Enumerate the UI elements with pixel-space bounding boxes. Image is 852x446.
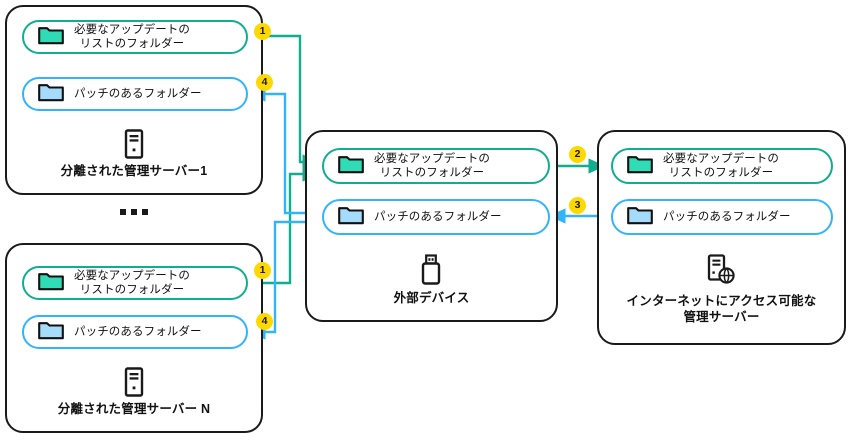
folder-pill-updates-external[interactable]: 必要なアップデートの リストのフォルダー xyxy=(322,148,550,184)
step-badge-1-top: 1 xyxy=(254,23,271,40)
folder-icon-blue xyxy=(38,81,64,107)
folder-pill-updates-internet[interactable]: 必要なアップデートの リストのフォルダー xyxy=(611,148,833,184)
server-icon xyxy=(104,127,164,161)
folder-icon-green xyxy=(627,153,653,179)
folder-pill-label: 必要なアップデートの リストのフォルダー xyxy=(74,24,190,50)
folder-pill-label: パッチのあるフォルダー xyxy=(663,211,791,223)
folder-icon-blue xyxy=(338,204,364,230)
folder-icon-green xyxy=(338,153,364,179)
folder-pill-label: 必要なアップデートの リストのフォルダー xyxy=(374,153,490,179)
usb-drive-icon xyxy=(401,252,461,288)
node-title-isolated-1: 分離された管理サーバー1 xyxy=(60,164,208,178)
server-icon xyxy=(104,365,164,399)
step-badge-2: 2 xyxy=(569,146,586,163)
folder-icon-green xyxy=(38,270,64,296)
folder-pill-label: 必要なアップデートの リストのフォルダー xyxy=(663,153,779,179)
folder-pill-updates-isolated-n[interactable]: 必要なアップデートの リストのフォルダー xyxy=(22,266,248,300)
folder-icon-green xyxy=(38,24,64,50)
folder-icon-blue xyxy=(38,319,64,345)
node-title-internet-server: インターネットにアクセス可能な 管理サーバー xyxy=(626,294,817,324)
folder-pill-label: パッチのあるフォルダー xyxy=(74,88,202,100)
folder-pill-patch-internet[interactable]: パッチのあるフォルダー xyxy=(611,199,833,235)
folder-pill-patch-external[interactable]: パッチのあるフォルダー xyxy=(322,199,550,235)
node-title-isolated-n: 分離された管理サーバー N xyxy=(57,402,211,416)
folder-pill-patch-isolated-n[interactable]: パッチのあるフォルダー xyxy=(22,315,248,349)
ellipsis-separator xyxy=(120,209,148,215)
ellipsis-dot xyxy=(142,209,148,215)
folder-icon-blue xyxy=(627,204,653,230)
step-badge-3: 3 xyxy=(569,197,586,214)
step-badge-1-bottom: 1 xyxy=(254,262,271,279)
folder-pill-patch-isolated-1[interactable]: パッチのあるフォルダー xyxy=(22,77,248,111)
step-badge-4-bottom: 4 xyxy=(256,313,273,330)
server-globe-icon xyxy=(691,252,751,288)
ellipsis-dot xyxy=(120,209,126,215)
node-title-external-device: 外部デバイス xyxy=(393,291,470,305)
folder-pill-updates-isolated-1[interactable]: 必要なアップデートの リストのフォルダー xyxy=(22,20,248,54)
folder-pill-label: パッチのあるフォルダー xyxy=(74,326,202,338)
step-badge-4-top: 4 xyxy=(256,74,273,91)
ellipsis-dot xyxy=(131,209,137,215)
folder-pill-label: パッチのあるフォルダー xyxy=(374,211,502,223)
folder-pill-label: 必要なアップデートの リストのフォルダー xyxy=(74,270,190,296)
